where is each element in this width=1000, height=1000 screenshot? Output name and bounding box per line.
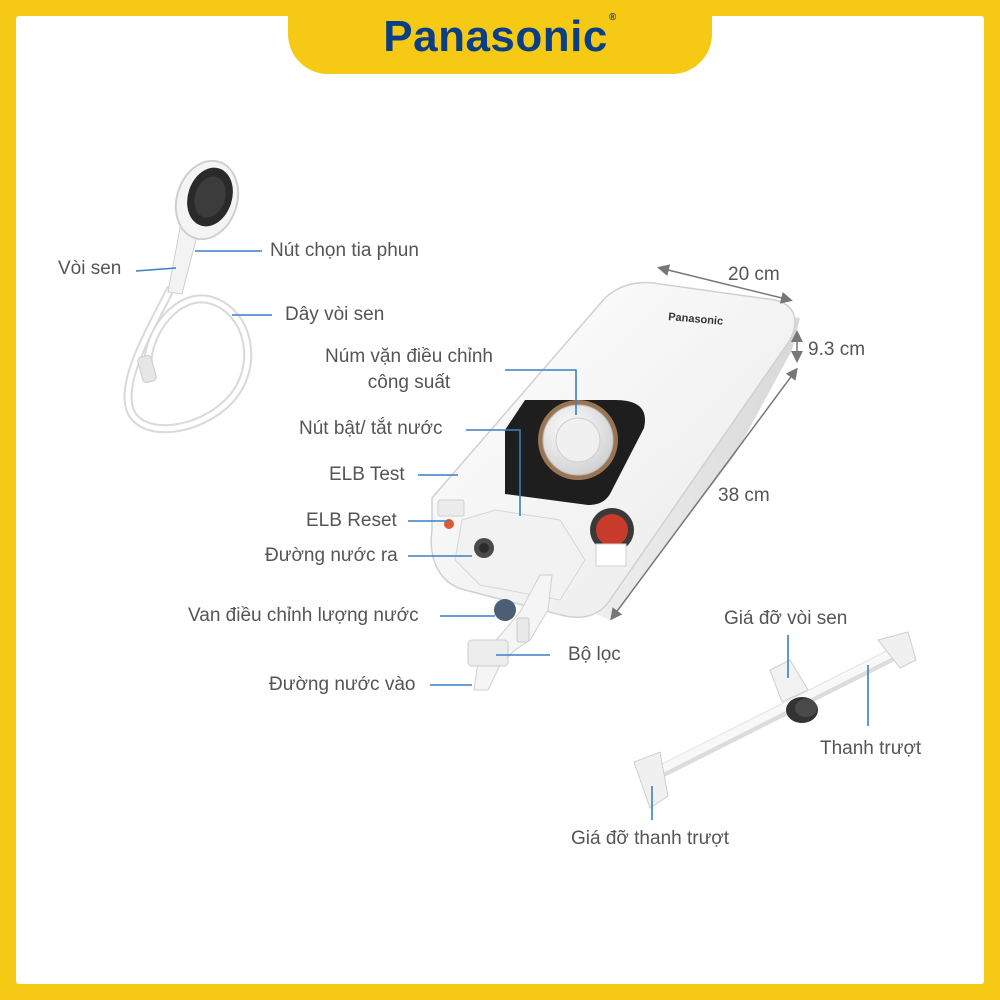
dimension-arrows [610, 264, 803, 621]
label-water-outlet: Đường nước ra [265, 545, 398, 566]
label-water-inlet: Đường nước vào [269, 674, 416, 695]
brand-logo: Panasonic® [383, 12, 616, 62]
label-elb-reset: ELB Reset [306, 510, 397, 531]
shower-hose-icon [123, 285, 253, 434]
dimension-width: 20 cm [728, 264, 780, 285]
dimension-height: 38 cm [718, 485, 770, 506]
shower-head-icon [167, 159, 240, 295]
label-shower-head: Vòi sen [58, 258, 122, 279]
control-knob-icon [538, 400, 618, 480]
label-power-knob-line1: Núm vặn điều chỉnh [325, 346, 493, 367]
leader-lines [135, 250, 869, 820]
label-water-switch: Nút bật/ tắt nước [299, 418, 443, 439]
dimension-depth: 9.3 cm [808, 339, 866, 360]
label-filter: Bộ lọc [568, 644, 621, 665]
label-bar-bracket: Giá đỡ thanh trượt [571, 828, 730, 849]
unit-logo: Panasonic [668, 311, 724, 328]
label-power-knob: Núm vặn điều chỉnh công suất [318, 346, 500, 394]
brand-header: Panasonic® [288, 0, 712, 74]
slide-bar-icon [633, 631, 917, 809]
label-power-knob-line2: công suất [367, 372, 451, 393]
label-shower-hose: Dây vòi sen [285, 304, 385, 325]
label-slide-bar: Thanh trượt [820, 738, 922, 759]
logo-text: Panasonic [383, 12, 608, 61]
label-spray-button: Nút chọn tia phun [270, 240, 419, 261]
label-flow-valve: Van điều chỉnh lượng nước [188, 605, 419, 626]
label-elb-test: ELB Test [329, 464, 405, 485]
label-shower-holder: Giá đỡ vòi sen [724, 608, 848, 629]
registered-mark: ® [608, 12, 617, 23]
